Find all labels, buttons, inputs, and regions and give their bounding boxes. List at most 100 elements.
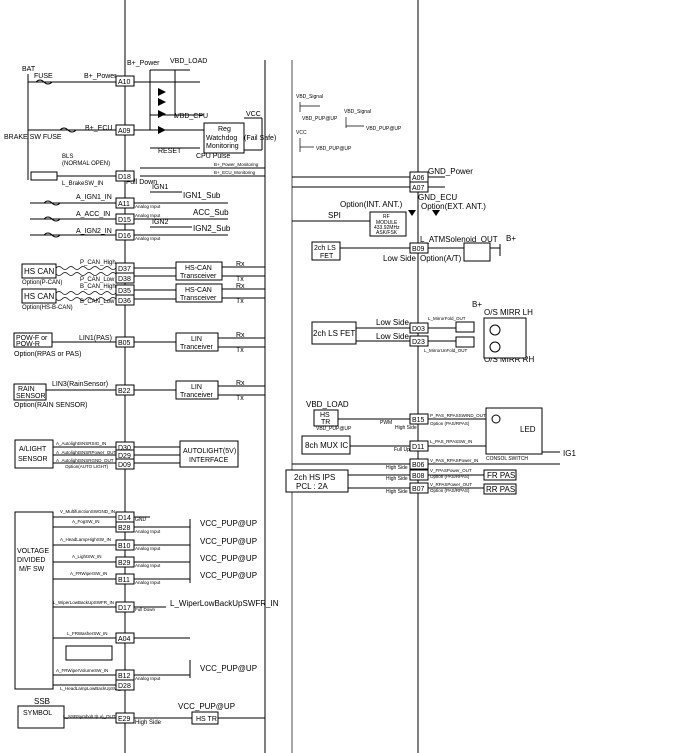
fpas-out-label: V_FPASPower_OUT [430, 468, 472, 473]
pin-b05 [115, 336, 135, 348]
analog-input-label: Analog Input [135, 529, 161, 534]
ign2-label: IGN2 [152, 219, 168, 226]
sensor-label: SENSOR [16, 393, 46, 400]
pin-a10 [115, 75, 135, 87]
hs-can-box [21, 263, 57, 279]
headlamp-high-label: A_HeadLampHighSW_IN [60, 537, 111, 542]
pin-a04 [115, 632, 135, 644]
pin-e29 [115, 712, 135, 724]
vcc-label: VCC [296, 130, 307, 136]
ign1-label: IGN1 [152, 184, 168, 191]
os-mirr-lh-label: O/S MIRR LH [484, 308, 533, 317]
vbd-signal-label: VBD_Signal [296, 94, 323, 100]
brake-sw-fuse-label: BRAKE SW FUSE [4, 134, 62, 141]
hs-tr-box [313, 409, 339, 427]
antenna-icon [432, 210, 440, 216]
tx-label: Tx [236, 395, 244, 402]
can-section: HS CAN Option(P-CAN) HS CAN Option(HS-B-… [21, 260, 265, 311]
light-label: A_LightSW_IN [72, 554, 102, 559]
pin-d11-label: D11 [412, 444, 424, 451]
pin-b11-label: B11 [118, 577, 130, 584]
pin-a11 [115, 197, 135, 209]
pow-r-label: POW-R [16, 341, 40, 348]
pin-d15 [115, 213, 135, 225]
rf-module-label: MODULE [376, 220, 398, 226]
diode-icon [158, 98, 166, 106]
lin-label: LIN [191, 336, 202, 343]
antenna-icon [408, 210, 416, 216]
fuse-icon [35, 79, 53, 85]
left-pins: A10 A09 D18 A11 D15 D16 D37 D38 D35 D36 … [115, 75, 135, 724]
autolight-sensor-label: SENSOR [18, 456, 48, 463]
hs-can-transceiver-box [175, 261, 223, 281]
low-side1-label: Low Side [376, 318, 409, 327]
b-power-label: B+_Power [127, 60, 160, 67]
rr-pas-box [483, 483, 517, 495]
gnd-ecu-label: GND_ECU [418, 193, 457, 202]
vbd-load-label: VBD_LOAD [306, 400, 349, 409]
analog-input-label: Analog Input [135, 676, 161, 681]
pin-a09-label: A09 [118, 128, 131, 135]
rf-freq-label: 433.92MHz [374, 225, 400, 231]
rain-sensor-box [13, 383, 47, 401]
analog-input-label: Analog Input [135, 580, 161, 585]
ssb-symbol-box [17, 705, 65, 729]
autolight-interface-box [179, 440, 239, 468]
ssb-symbol-label: SYMBOL [23, 710, 52, 717]
full-down-label: Full Down [135, 607, 156, 612]
gnd-label: GND [135, 517, 147, 523]
autolight-5v-label: AUTOLIGHT(5V) [183, 448, 236, 455]
b-can-low-label: B_CAN_Low [80, 299, 115, 305]
os-mirr-rh-label: O/S MIRR RH [484, 355, 534, 364]
lin1-label: LIN1(PAS) [79, 335, 112, 342]
pin-d37-label: D37 [118, 266, 131, 273]
pin-b29-label: B29 [118, 560, 131, 567]
ssb-label: SSB [34, 697, 50, 706]
rain-label: RAIN [18, 386, 35, 393]
pin-d23-label: D23 [412, 339, 425, 346]
pin-d16 [115, 229, 135, 241]
vcc-pup-label: VCC_PUP@UP [200, 537, 257, 546]
low-side2-label: Low Side [376, 332, 409, 341]
b-ecu-monitoring-label: B+_ECU_Monitoring [214, 170, 256, 175]
full-down-label: Full Down [126, 179, 157, 186]
voltage-label: VOLTAGE [17, 548, 49, 555]
pin-d30-label: D30 [118, 445, 131, 452]
bls-label: BLS [62, 154, 73, 160]
pin-b11 [115, 573, 135, 585]
pin-e29-label: E29 [118, 716, 131, 723]
pin-d38-label: D38 [118, 276, 131, 283]
lin-transceiver-label: Tranceiver [180, 344, 213, 351]
hs-ips-box [285, 469, 349, 493]
pin-a07-label: A07 [412, 185, 425, 192]
option-rain-label: Option(RAIN SENSOR) [14, 402, 88, 409]
tx-label: Tx [236, 276, 244, 283]
pin-a06-label: A06 [412, 175, 425, 182]
mirror-fet-label: 2ch LS FET [313, 329, 355, 338]
autolight-sensor-box [14, 439, 54, 469]
lin-label: LIN [191, 384, 202, 391]
battery-fuse-block: BAT FUSE BRAKE SW FUSE BLS (NORMAL OPEN)… [4, 66, 116, 187]
vcc-pup-label: VCC_PUP@UP [200, 554, 257, 563]
rf-label: RF [383, 214, 390, 220]
high-side-b07-label: High Side [386, 489, 408, 495]
tx-label: Tx [236, 298, 244, 305]
pin-b08-label: B08 [412, 473, 425, 480]
vcc-pup-label: VCC_PUP@UP [200, 519, 257, 528]
ground-block: GND_Power A06 A07 GND_ECU [292, 167, 473, 202]
pin-b22-label: B22 [118, 388, 131, 395]
twisted-pair-icon [55, 266, 117, 270]
rf-block: Option(INT. ANT.) Option(EXT. ANT.) SPI … [292, 200, 486, 237]
mux-box [301, 435, 351, 455]
mf-sw-label: M/F SW [19, 566, 45, 573]
hs-can-transceiver-label: HS-CAN [185, 265, 212, 272]
fuse-icon [59, 127, 77, 133]
mf-gnd-label: V_MultifunctionSWGND_IN [60, 509, 115, 514]
tr-label: TR [321, 419, 330, 426]
ign2-sub-label: IGN2_Sub [193, 224, 231, 233]
fuse-icon [43, 216, 61, 222]
ign1-sub-label: IGN1_Sub [183, 191, 221, 200]
tx-label: Tx [236, 347, 244, 354]
brake-sw-in-label: L_BrakeSW_IN [62, 181, 103, 187]
